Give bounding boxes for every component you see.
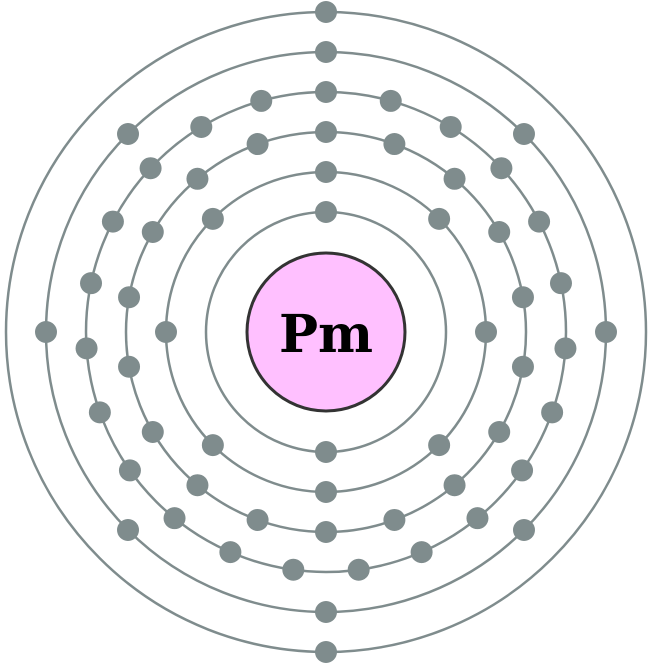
electron-shell-1 [315,201,337,223]
electron-shell-2 [155,321,177,343]
electron-shell-4 [88,401,111,424]
electron-shell-4 [466,507,489,530]
electron-shell-4 [541,401,564,424]
electron-shell-5 [595,321,617,343]
electron-shell-3 [383,508,406,531]
electron-shell-3 [443,167,466,190]
electron-shell-3 [141,421,164,443]
nucleus [245,251,407,413]
electron-shell-5 [117,123,140,146]
electron-shell-4 [528,210,551,233]
electron-shell-3 [118,286,141,309]
electron-shell-4 [190,115,213,138]
electron-shell-4 [490,157,513,180]
electron-shell-2 [428,207,451,230]
electron-shell-4 [549,272,572,295]
electron-shell-6 [315,641,337,663]
electron-shell-3 [141,221,164,243]
electron-shell-4 [315,81,337,103]
electron-shell-4 [347,558,370,581]
electron-shell-5 [35,321,57,343]
electron-shell-1 [315,441,337,463]
electron-shell-5 [512,123,535,146]
electron-shell-4 [163,507,186,530]
electron-shell-2 [475,321,497,343]
electron-shell-4 [118,459,141,482]
electron-shell-4 [554,337,577,360]
electron-shell-3 [511,286,534,309]
electron-shell-3 [246,508,269,531]
electron-shell-3 [488,421,511,443]
electron-shell-2 [428,434,451,457]
electron-shell-6 [315,1,337,23]
electron-shell-5 [512,518,535,541]
electrons [35,1,617,663]
electron-shell-4 [139,157,162,180]
electron-shell-5 [117,518,140,541]
electron-shell-4 [250,89,273,112]
electron-shell-4 [511,459,534,482]
electron-shell-3 [511,355,534,378]
electron-shell-4 [282,558,305,581]
electron-shell-3 [315,121,337,143]
electron-shell-2 [315,161,337,183]
electron-shell-4 [80,272,103,295]
electron-shell-3 [315,521,337,543]
electron-shell-3 [488,221,511,243]
electron-shell-4 [439,115,462,138]
electron-shell-3 [186,167,209,190]
electron-shell-5 [315,41,337,63]
electron-shell-2 [201,434,224,457]
electron-shell-2 [315,481,337,503]
electron-shell-4 [410,541,433,564]
electron-shell-3 [118,355,141,378]
electron-shell-4 [75,337,98,360]
electron-shell-3 [246,133,269,156]
electron-shell-3 [186,474,209,497]
electron-shell-4 [219,541,242,564]
electron-shell-3 [383,133,406,156]
electron-shell-3 [443,474,466,497]
electron-shell-4 [379,89,402,112]
element-symbol: Pm [279,304,373,365]
electron-shell-2 [201,207,224,230]
electron-shell-5 [315,601,337,623]
electron-shell-4 [101,210,124,233]
